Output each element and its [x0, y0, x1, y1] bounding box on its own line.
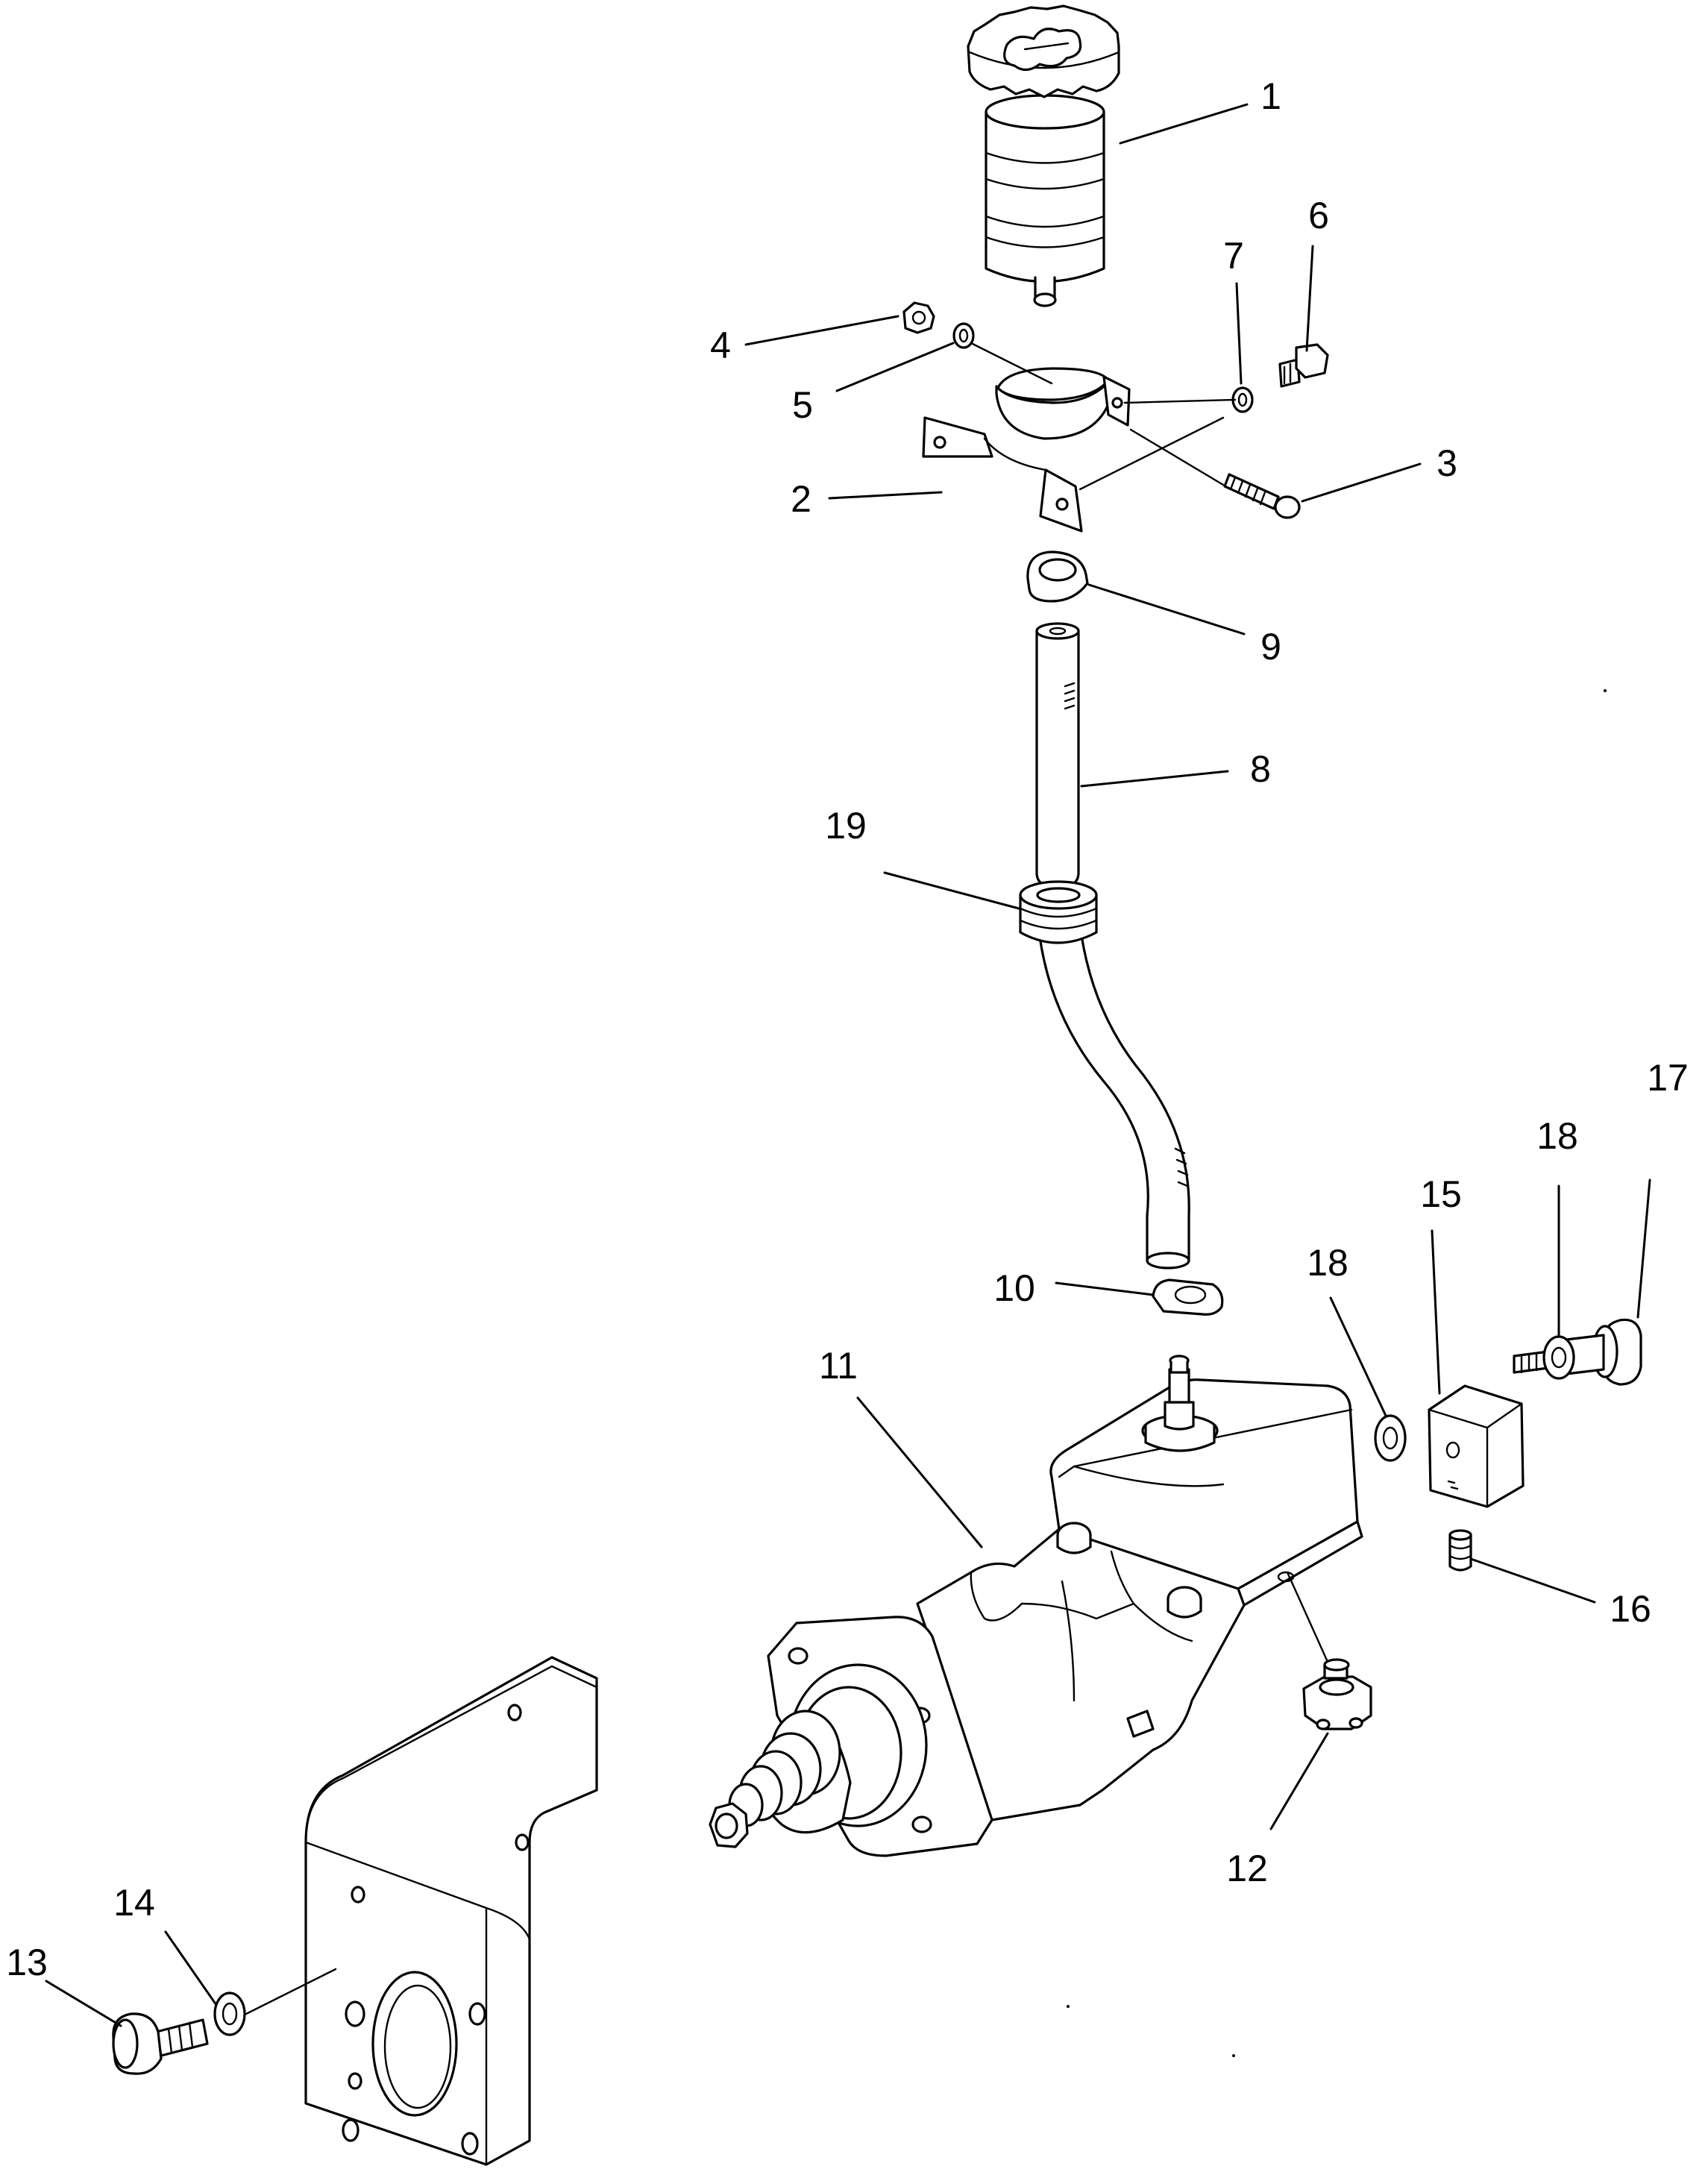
callout-18-right: 18 — [1536, 1115, 1578, 1157]
callout-17: 17 — [1647, 1057, 1689, 1099]
hose-part-8 — [1035, 622, 1190, 1269]
clamp-part-9 — [1026, 550, 1089, 603]
callout-2: 2 — [791, 478, 811, 520]
mounting-plate — [304, 1656, 598, 2166]
callout-14: 14 — [113, 1882, 155, 1924]
callout-15: 15 — [1420, 1173, 1462, 1215]
callout-13: 13 — [6, 1942, 48, 1983]
bolt-part-13 — [112, 2012, 209, 2075]
leader-lines — [45, 103, 1651, 2027]
callout-18-left: 18 — [1307, 1242, 1348, 1284]
callout-10: 10 — [993, 1267, 1035, 1309]
bolt-part-3 — [1223, 473, 1301, 519]
pump-assembly-part-11 — [709, 1355, 1363, 1857]
callout-labels: 1 2 3 4 5 6 7 8 9 10 11 12 13 14 15 16 1… — [6, 75, 1689, 1983]
bracket-part-2 — [922, 367, 1131, 533]
callout-5: 5 — [792, 384, 813, 426]
plug-part-12 — [1302, 1658, 1372, 1730]
callout-8: 8 — [1250, 748, 1271, 790]
callout-3: 3 — [1437, 442, 1457, 484]
callout-16: 16 — [1610, 1588, 1651, 1630]
lock-washer-part-14 — [213, 1992, 246, 2036]
fitting-part-17 — [1513, 1318, 1642, 1386]
callout-19: 19 — [825, 805, 867, 847]
callout-6: 6 — [1308, 195, 1329, 236]
nipple-part-16 — [1448, 1529, 1472, 1572]
callout-4: 4 — [710, 324, 731, 366]
lock-washer-part-5 — [952, 322, 975, 349]
grommet-part-19 — [1019, 880, 1098, 944]
bolt-part-6 — [1278, 343, 1329, 388]
reservoir-tank-part-1 — [967, 4, 1120, 307]
block-part-15 — [1428, 1384, 1525, 1508]
callout-11: 11 — [819, 1345, 858, 1387]
callout-9: 9 — [1260, 626, 1281, 668]
clamp-part-10 — [1152, 1278, 1224, 1316]
callout-1: 1 — [1260, 75, 1281, 117]
washer-part-18-right — [1542, 1335, 1575, 1380]
nut-part-4 — [902, 301, 935, 334]
callout-12: 12 — [1226, 1848, 1268, 1889]
washer-part-18-left — [1374, 1414, 1407, 1462]
callout-7: 7 — [1223, 235, 1244, 277]
